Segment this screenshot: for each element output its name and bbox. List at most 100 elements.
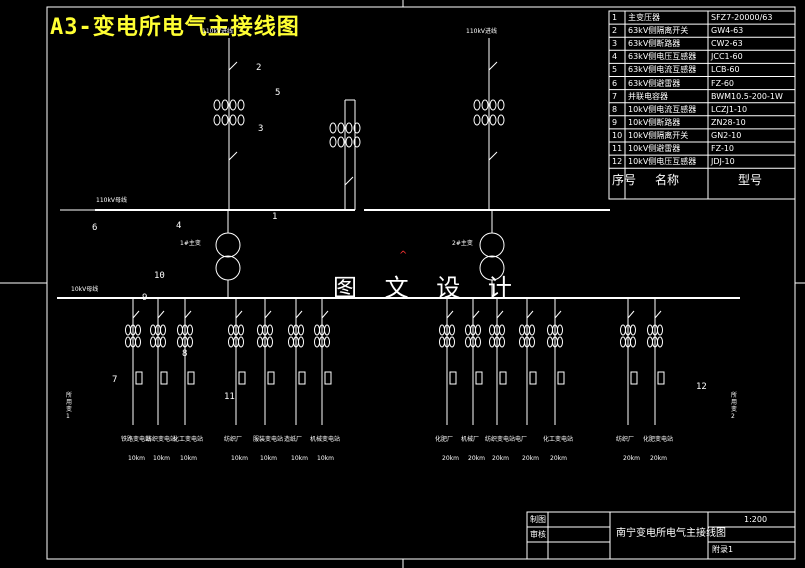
ct-coil — [177, 336, 183, 348]
callout-11: 11 — [224, 392, 235, 402]
feeder-length-left-6: 10km — [317, 455, 334, 462]
callout-5: 5 — [275, 88, 281, 98]
parts-row-no: 5 — [612, 65, 618, 75]
ct-coil — [465, 324, 471, 336]
feeder-length-left-3: 10km — [231, 455, 248, 462]
parts-row-name: 63kV侧避雷器 — [628, 78, 681, 88]
callout-2: 2 — [256, 63, 262, 73]
parts-header-model: 型号 — [738, 173, 763, 188]
ct-coil — [630, 336, 636, 348]
parts-row-name: 63kV侧断路器 — [628, 39, 681, 49]
parts-header-name: 名称 — [655, 173, 680, 188]
callout-7: 7 — [112, 375, 118, 385]
parts-row-no: 11 — [612, 144, 623, 153]
ct-coil — [221, 114, 229, 126]
parts-row-name: 并联电容器 — [628, 91, 668, 101]
ct-coil — [229, 99, 237, 111]
title-block-grid — [526, 511, 796, 560]
title-block-checked-by: 审核 — [530, 530, 546, 539]
ct-coil — [288, 324, 294, 336]
ct-coil — [497, 114, 505, 126]
feeder-length-right-5: 20km — [623, 455, 640, 462]
parts-table-grid — [608, 10, 796, 200]
parts-row-no: 7 — [612, 91, 618, 101]
ct-coil — [557, 324, 563, 336]
ct-coil — [150, 336, 156, 348]
ct-coil — [620, 336, 626, 348]
ct-coil — [267, 336, 273, 348]
parts-row-name: 63kV侧隔离开关 — [628, 26, 689, 36]
arrester — [449, 371, 457, 385]
ct-coil — [329, 122, 337, 134]
callout-4: 4 — [176, 221, 182, 231]
parts-row-no: 4 — [612, 52, 618, 62]
arrester — [238, 371, 246, 385]
feeder-length-right-1: 20km — [468, 455, 485, 462]
parts-row-no: 1 — [612, 13, 618, 22]
arrester — [324, 371, 332, 385]
arrester — [529, 371, 537, 385]
ct-coil — [489, 324, 495, 336]
feeder-length-left-2: 10km — [180, 455, 197, 462]
callout-9: 9 — [142, 293, 148, 303]
ct-coil — [257, 324, 263, 336]
feeder-length-right-6: 20km — [650, 455, 667, 462]
ct-coil — [314, 324, 320, 336]
parts-row-model: FZ-60 — [711, 78, 735, 88]
ct-coil — [481, 114, 489, 126]
ct-coil — [475, 336, 481, 348]
parts-row-model: JDJ-10 — [711, 157, 735, 167]
ct-coil — [475, 324, 481, 336]
parts-row-model: GN2-10 — [711, 130, 742, 140]
ct-coil — [557, 336, 563, 348]
callout-3: 3 — [258, 124, 264, 134]
parts-row-name: 63kV侧电流互感器 — [628, 65, 697, 75]
ct-coil — [228, 324, 234, 336]
parts-row-no: 8 — [612, 104, 618, 114]
feeder-name-left-4: 服装变电站 — [253, 436, 284, 443]
label-transformer-1: 1#主变 — [180, 240, 201, 247]
parts-row-name: 10kV侧避雷器 — [628, 144, 681, 153]
callout-6: 6 — [92, 223, 98, 233]
title-block-drawing-name: 南宁变电所电气主接线图 — [616, 528, 726, 539]
parts-row-no: 3 — [612, 39, 618, 49]
ct-coil — [288, 336, 294, 348]
parts-row-no: 10 — [612, 130, 623, 140]
title-block-scale: 1:200 — [744, 515, 768, 524]
drawing-title: A3-变电所电气主接线图 — [50, 15, 300, 40]
ct-coil — [125, 336, 131, 348]
ct-coil — [547, 324, 553, 336]
parts-row-model: ZN28-10 — [711, 117, 746, 127]
ct-coil — [439, 324, 445, 336]
feeder-name-left-6: 机械变电站 — [310, 436, 341, 443]
ct-coil — [135, 324, 141, 336]
ct-coil — [125, 324, 131, 336]
ct-coil — [353, 122, 361, 134]
ct-coil — [489, 336, 495, 348]
ct-coil — [237, 99, 245, 111]
arrester — [298, 371, 306, 385]
ct-coil — [465, 336, 471, 348]
arrester — [475, 371, 483, 385]
ct-coil — [329, 136, 337, 148]
ct-coil — [449, 324, 455, 336]
parts-row-no: 9 — [612, 117, 618, 127]
label-hv-incoming-right: 110kV进线 — [466, 28, 498, 35]
label-hv-bus: 110kV母线 — [96, 197, 128, 204]
ct-coil — [630, 324, 636, 336]
arrester — [630, 371, 638, 385]
ct-coil — [324, 324, 330, 336]
parts-row-no: 12 — [612, 157, 623, 167]
ct-coil — [221, 99, 229, 111]
label-hv-incoming-left: 110kV进线 — [202, 28, 234, 35]
side-label-left: 所用变1 — [66, 392, 73, 420]
parts-row-name: 63kV侧电压互感器 — [628, 52, 697, 62]
ct-coil — [481, 99, 489, 111]
ct-coil — [238, 336, 244, 348]
ct-coil — [257, 336, 263, 348]
callout-12: 12 — [696, 382, 707, 392]
feeder-length-right-4: 20km — [550, 455, 567, 462]
ct-coil — [238, 324, 244, 336]
